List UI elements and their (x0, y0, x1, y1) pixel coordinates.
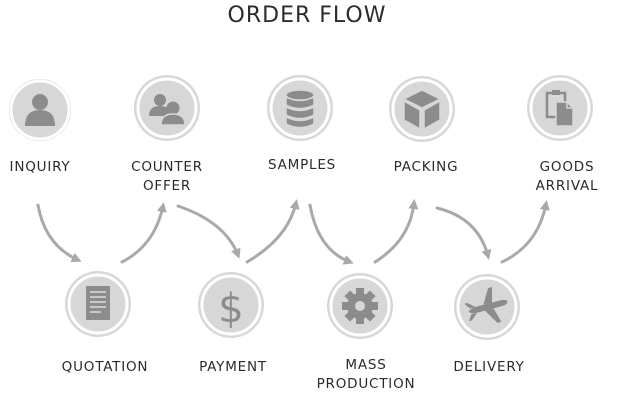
step-quotation (65, 271, 131, 337)
label-inquiry: INQUIRY (9, 159, 71, 175)
clipboard-icon (545, 90, 574, 127)
arrow-delivery-to-goods-arrival (500, 200, 550, 264)
arrow-inquiry-to-quotation (36, 203, 82, 263)
label-quotation: QUOTATION (61, 359, 149, 375)
arrow-packing-to-delivery (435, 206, 492, 260)
box-icon (403, 89, 441, 130)
step-goods-arrival (527, 75, 593, 141)
diagram-title: ORDER FLOW (227, 3, 387, 28)
arrow-mass-production-to-packing (373, 199, 419, 264)
step-delivery (454, 274, 520, 340)
airplane-icon (464, 287, 508, 323)
step-mass-production (327, 273, 393, 339)
database-icon (285, 89, 315, 129)
label-samples: SAMPLES (267, 157, 337, 173)
label-delivery: DELIVERY (453, 359, 525, 375)
label-packing: PACKING (393, 159, 459, 175)
label-goods-arrival: GOODS ARRIVAL (535, 159, 599, 194)
step-inquiry (5, 75, 75, 145)
step-payment: $ (198, 272, 264, 338)
label-mass-production: MASS PRODUCTION (316, 357, 416, 392)
step-packing (389, 76, 455, 142)
arrow-samples-to-mass-production (308, 203, 354, 265)
label-payment: PAYMENT (199, 359, 267, 375)
arrow-quotation-to-counter-offer (120, 202, 167, 264)
document-icon (86, 286, 110, 320)
dollar-icon: $ (218, 286, 243, 332)
person-icon (25, 94, 55, 126)
group-icon (149, 94, 186, 126)
step-counter-offer (134, 75, 200, 141)
arrow-payment-to-samples (245, 199, 300, 264)
gear-icon (342, 288, 378, 324)
arrow-counter-offer-to-payment (176, 204, 241, 259)
label-counter-offer: COUNTER OFFER (131, 159, 203, 194)
step-samples (267, 75, 333, 141)
